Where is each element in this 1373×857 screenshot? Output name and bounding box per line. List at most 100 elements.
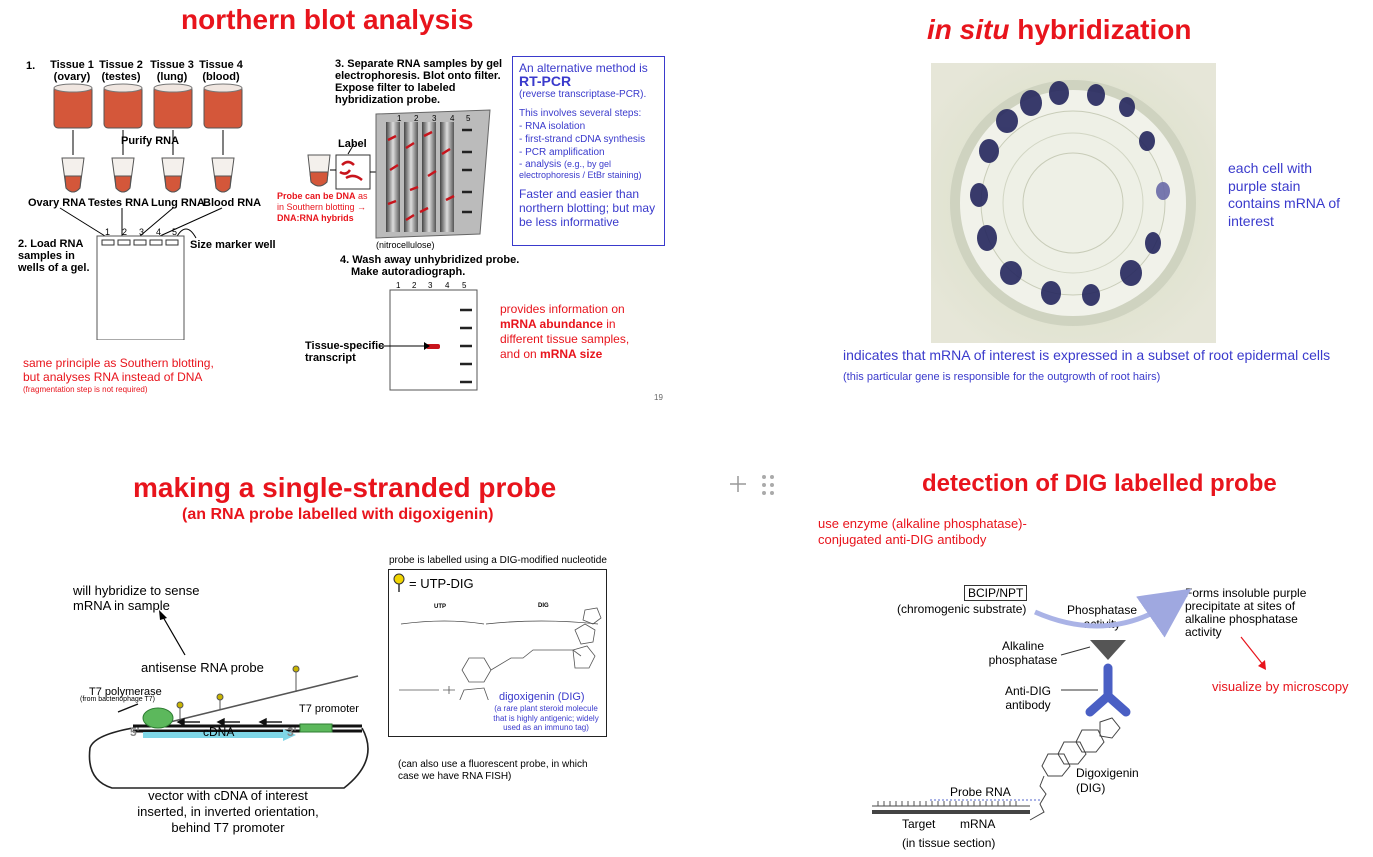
bcip-label: BCIP/NPT xyxy=(964,585,1028,601)
blood-rna: Blood RNA xyxy=(203,197,262,209)
slide-title: northern blot analysis xyxy=(181,4,474,35)
svg-text:5: 5 xyxy=(466,114,471,123)
alt-step: - first-strand cDNA synthesis xyxy=(519,134,646,145)
alt-step: - RNA isolation xyxy=(519,121,586,132)
slide-in-situ[interactable]: in situ hybridization xyxy=(690,0,1373,415)
tissue-2-label: Tissue 2(testes) xyxy=(99,59,143,83)
forms-precipitate: Forms insoluble purple precipitate at si… xyxy=(1185,586,1307,639)
rt-pcr-title: RT-PCR xyxy=(519,73,572,89)
t7-polymerase-sub: (from bacteriophage T7) xyxy=(80,696,155,703)
digoxigenin-label: Digoxigenin (DIG) xyxy=(1076,766,1139,795)
pin-icon xyxy=(393,573,405,592)
mrna-label: mRNA xyxy=(960,817,996,831)
particular-note: (this particular gene is responsible for… xyxy=(843,371,1161,383)
step-4-label: 4. Wash away unhybridized probe.Make aut… xyxy=(340,254,520,278)
slide-dig-detection[interactable]: detection of DIG labelled probe use enzy… xyxy=(800,460,1373,857)
same-principle: same principle as Southern blotting, but… xyxy=(23,356,214,384)
fragmentation-note: (fragmentation step is not required) xyxy=(23,385,148,394)
svg-text:2: 2 xyxy=(412,281,417,290)
svg-text:2: 2 xyxy=(414,114,419,123)
alt-involves: This involves several steps: xyxy=(519,108,642,119)
tissue-3-label: Tissue 3(lung) xyxy=(150,59,194,83)
step-2-label: 2. Load RNA samples in wells of a gel. xyxy=(18,238,90,274)
gel-lane-2: 2 xyxy=(122,227,128,237)
each-cell-note: each cell with purple stain contains mRN… xyxy=(1228,160,1341,229)
alt-faster: Faster and easier than northern blotting… xyxy=(519,187,656,229)
beakers xyxy=(53,85,243,129)
testes-rna: Testes RNA xyxy=(88,197,149,209)
hybridize-note: will hybridize to sense mRNA in sample xyxy=(73,583,200,613)
alt-line: An alternative method is xyxy=(519,61,648,75)
drag-handle[interactable] xyxy=(760,473,776,497)
indicates-note: indicates that mRNA of interest is expre… xyxy=(843,347,1331,363)
nitrocellulose-label: (nitrocellulose) xyxy=(376,240,435,250)
antisense-label: antisense RNA probe xyxy=(141,660,264,675)
t7-polymerase-label: T7 polymerase xyxy=(89,686,162,698)
plus-icon xyxy=(730,476,746,492)
use-enzyme: use enzyme (alkaline phosphatase)-conjug… xyxy=(818,516,1027,547)
size-marker-label: Size marker well xyxy=(190,239,276,251)
svg-text:3: 3 xyxy=(428,281,433,290)
slide-title: making a single-stranded probe xyxy=(133,472,557,503)
tubes xyxy=(61,157,235,193)
utp-dig-box: = UTP-DIG UTP DIG digoxigenin (DIG) (a r… xyxy=(388,569,607,737)
slide-northern-blot[interactable]: northern blot analysis 1. Tissue 1(ovary… xyxy=(0,0,667,415)
tissue-4-label: Tissue 4(blood) xyxy=(199,59,243,83)
anti-dig-label: Anti-DIG antibody xyxy=(1004,684,1051,712)
svg-text:1: 1 xyxy=(397,114,402,123)
alt-step: - PCR amplification xyxy=(519,147,605,158)
rt-pcr-box: An alternative method is RT-PCR (reverse… xyxy=(512,56,665,246)
step-3-label: 3. Separate RNA samples by gel electroph… xyxy=(335,58,503,106)
gel-lane-5: 5 xyxy=(172,227,178,237)
gel-lane-1: 1 xyxy=(105,227,111,237)
add-slide-button[interactable] xyxy=(727,473,749,495)
gel-lane-4: 4 xyxy=(156,227,162,237)
ovary-rna: Ovary RNA xyxy=(28,197,87,209)
page-number: 19 xyxy=(654,393,663,402)
provides-info: provides information on mRNA abundance i… xyxy=(500,302,630,361)
svg-text:1: 1 xyxy=(396,281,401,290)
svg-text:3: 3 xyxy=(432,114,437,123)
visualize-note: visualize by microscopy xyxy=(1212,679,1349,694)
antibody xyxy=(1085,663,1131,717)
gel-lane-3: 3 xyxy=(139,227,145,237)
cdna-label: cDNA xyxy=(203,725,235,739)
chromogenic-label: (chromogenic substrate) xyxy=(897,602,1027,616)
tissue-section-label: (in tissue section) xyxy=(902,836,996,850)
alkaline-label: Alkaline phosphatase xyxy=(988,639,1058,667)
drag-handle-icon xyxy=(762,475,774,495)
five-prime: 5' xyxy=(130,725,140,739)
svg-text:4: 4 xyxy=(450,114,455,123)
three-prime: 3' xyxy=(287,725,297,739)
gel xyxy=(96,235,185,340)
dig-detection-diagram xyxy=(872,588,1266,821)
lung-rna: Lung RNA xyxy=(151,197,205,209)
transcription-diagram xyxy=(88,610,369,789)
tissue-specific-label: Tissue-specific transcript xyxy=(305,340,385,364)
step-1-label: 1. xyxy=(26,60,36,72)
probe-rna-label: Probe RNA xyxy=(950,785,1011,799)
purify-rna: Purify RNA xyxy=(121,135,180,147)
slide-single-stranded-probe[interactable]: making a single-stranded probe (an RNA p… xyxy=(0,460,630,857)
autoradiograph: 1 2 3 4 5 xyxy=(389,281,478,391)
transcript-arrow xyxy=(380,342,430,350)
svg-text:5: 5 xyxy=(462,281,467,290)
digoxigenin-label: digoxigenin (DIG) xyxy=(499,691,585,703)
stained-cells xyxy=(970,81,1170,306)
target-label: Target xyxy=(902,817,936,831)
alt-step: - analysis (e.g., by gel electrophoresis… xyxy=(519,159,642,180)
utp-label: UTP xyxy=(434,604,446,610)
slide-title: in situ hybridization xyxy=(927,14,1192,45)
dig-label: DIG xyxy=(538,603,549,609)
slide-title: detection of DIG labelled probe xyxy=(922,470,1277,497)
slide-subtitle: (an RNA probe labelled with digoxigenin) xyxy=(182,506,494,523)
t7-promoter-label: T7 promoter xyxy=(299,703,359,715)
labelled-using: probe is labelled using a DIG-modified n… xyxy=(389,555,607,566)
svg-text:4: 4 xyxy=(445,281,450,290)
rt-pcr-sub: (reverse transcriptase-PCR). xyxy=(519,89,647,100)
fluorescent-note: (can also use a fluorescent probe, in wh… xyxy=(398,759,588,782)
dig-note: (a rare plant steroid molecule that is h… xyxy=(493,704,599,732)
vector-note: vector with cDNA of interest inserted, i… xyxy=(137,788,319,835)
utp-dig-label: = UTP-DIG xyxy=(409,576,474,591)
label-word: Label xyxy=(338,138,367,150)
